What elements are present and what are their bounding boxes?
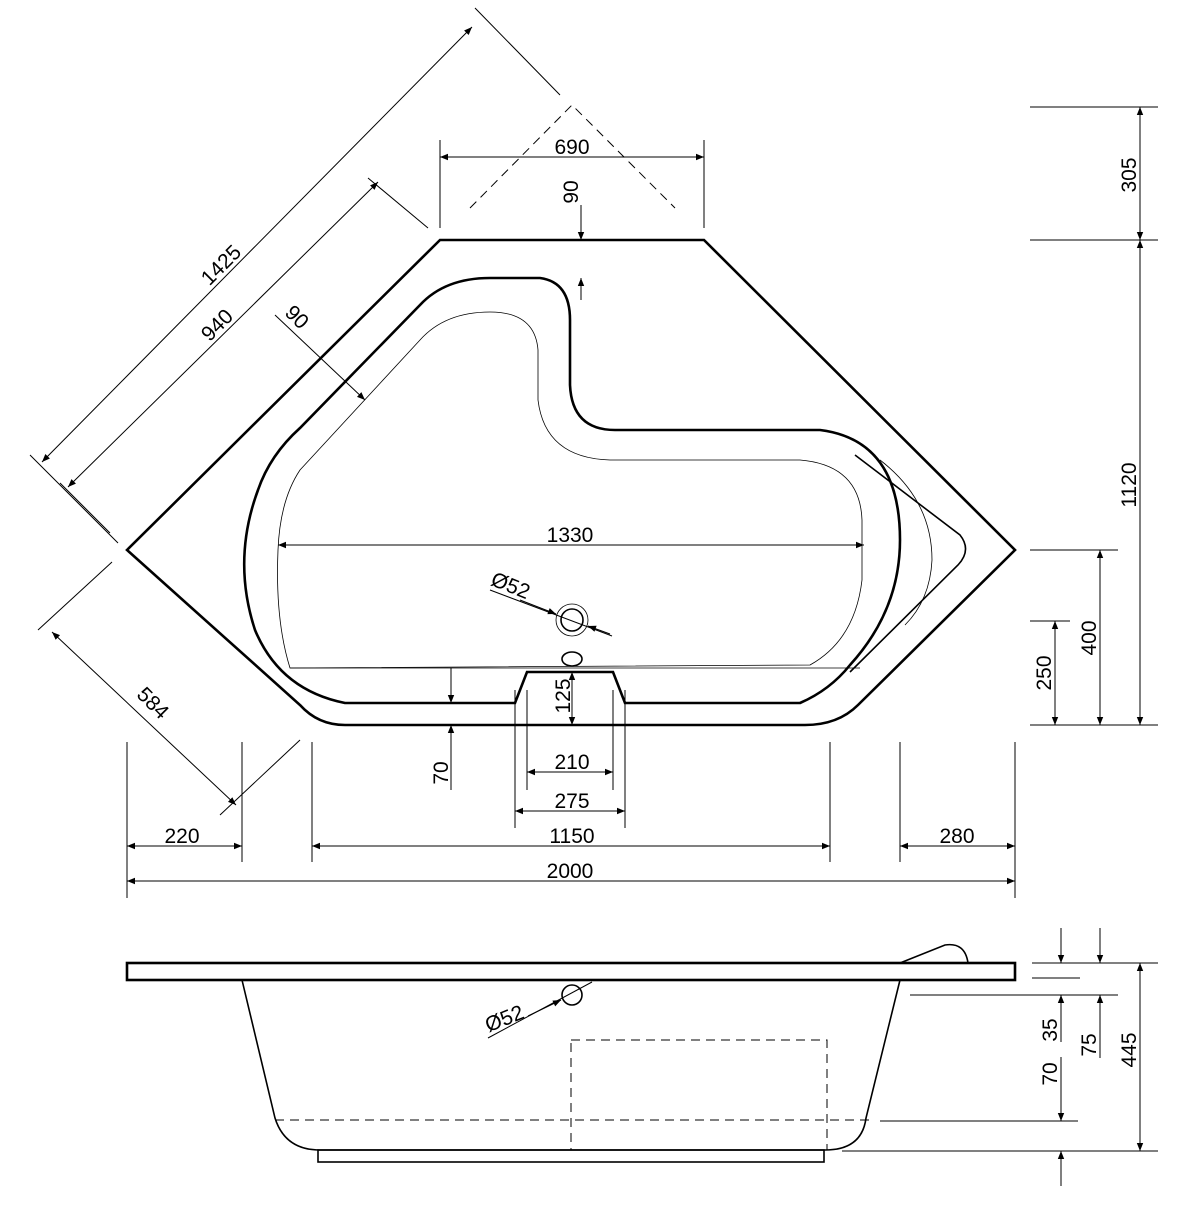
- dim-right-offset: 280: [939, 825, 974, 848]
- dim-notch-depth: 125: [552, 678, 575, 713]
- dim-rim-width-diagonal: 90: [280, 301, 313, 334]
- dim-top-edge-width: 690: [554, 136, 589, 159]
- seat-ledge: [879, 459, 933, 626]
- dim-notch-inner-width: 210: [554, 751, 589, 774]
- dimension-lines: [29, 7, 1158, 898]
- dim-diagonal-inner: 940: [197, 305, 238, 346]
- overflow-circle: [561, 984, 583, 1006]
- dim-front-rim: 70: [430, 761, 453, 784]
- dim-top-offset: 305: [1118, 157, 1141, 192]
- dim-top-rim-depth: 90: [560, 180, 583, 203]
- dim-overflow-diameter: Ø52: [482, 1001, 527, 1037]
- top-view: 1425 940 90 690 90 1330 Ø52 125 70 210 2…: [29, 7, 1158, 898]
- motor-compartment-dashed: [570, 1039, 828, 1151]
- dim-left-bevel: 584: [132, 683, 173, 724]
- dim-base-height: 70: [1039, 1062, 1062, 1085]
- drain-inner: [560, 608, 584, 632]
- overflow-hole: [561, 651, 583, 667]
- outer-rim-outline: [125, 238, 1017, 727]
- drain-outer: [555, 603, 589, 637]
- dim-bottom-length: 1150: [549, 825, 594, 848]
- dim-headrest-height: 75: [1078, 1033, 1101, 1056]
- dim-right-point-height: 400: [1078, 620, 1101, 655]
- rim-profile: [125, 961, 1017, 982]
- side-view: Ø52 35 70 75 445: [125, 928, 1158, 1186]
- dim-inner-length: 1330: [547, 524, 594, 547]
- corner-reference-dashed: [469, 104, 676, 209]
- rim-corner-round: [849, 454, 967, 673]
- dim-notch-outer-width: 275: [554, 790, 589, 813]
- dim-left-offset: 220: [164, 825, 199, 848]
- headrest-profile: [899, 943, 969, 964]
- inner-bowl-outline: [242, 276, 902, 705]
- inner-bowl-floor: [277, 311, 863, 669]
- dim-total-depth: 1120: [1118, 462, 1141, 507]
- dim-total-width: 2000: [547, 860, 594, 883]
- dim-drain-diameter: Ø52: [488, 568, 533, 604]
- dim-rim-thickness: 35: [1039, 1018, 1062, 1041]
- dim-total-height: 445: [1118, 1032, 1141, 1067]
- base-profile: [317, 1149, 825, 1163]
- dim-ledge-height: 250: [1033, 655, 1056, 690]
- side-dimension-lines: [487, 928, 1158, 1186]
- dim-diagonal-outer: 1425: [197, 241, 246, 290]
